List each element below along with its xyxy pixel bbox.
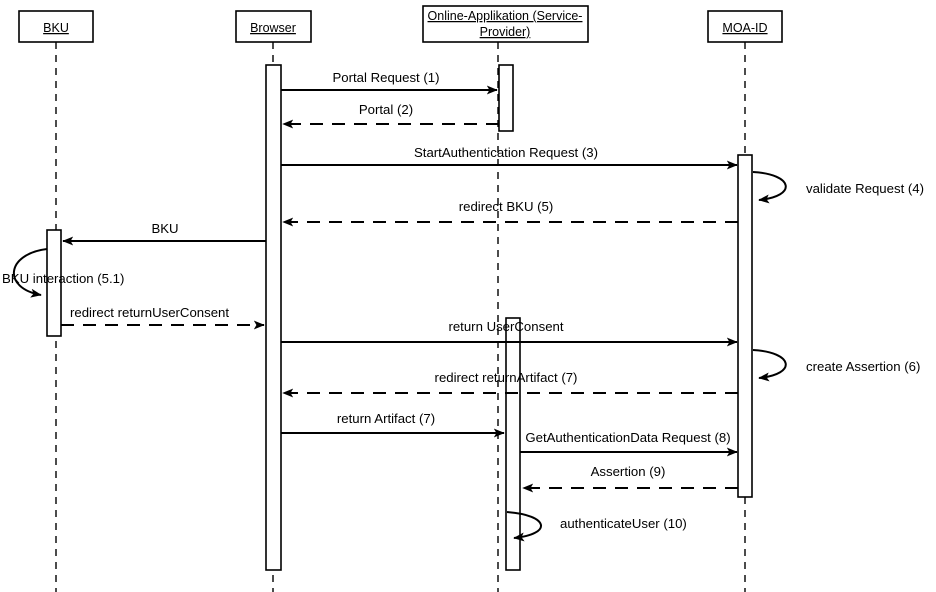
activation-bar-browser [265, 64, 282, 571]
message-label-authenticateuser: authenticateUser (10) [560, 516, 687, 531]
message-label-validate-request: validate Request (4) [806, 181, 924, 196]
message-label-bku-interaction: BKU interaction (5.1) [2, 271, 124, 286]
participant-label-bku: BKU [43, 21, 69, 35]
participant-label-online-app-line2: Provider) [480, 25, 531, 39]
message-label-assertion: Assertion (9) [591, 464, 666, 479]
message-label-portal: Portal (2) [359, 102, 413, 117]
activation-bar-bku [46, 229, 62, 337]
message-arrow-authenticateuser [506, 511, 542, 542]
participant-label-online-app-line1: Online-Applikation (Service- [428, 9, 583, 23]
message-label-getauthdata-request: GetAuthenticationData Request (8) [525, 430, 730, 445]
participant-label-moa-id: MOA-ID [722, 21, 767, 35]
message-arrow-validate-request [752, 171, 787, 204]
message-label-return-artifact: return Artifact (7) [337, 411, 435, 426]
participant-box-bku[interactable] [18, 10, 94, 43]
message-label-redirect-bku: redirect BKU (5) [459, 199, 554, 214]
participant-box-moa-id[interactable] [707, 10, 783, 43]
message-label-redirect-returnuserconsent: redirect returnUserConsent [70, 305, 229, 320]
activation-bar-online-app-2 [505, 317, 521, 571]
activation-bar-moa-id [737, 154, 753, 498]
message-arrow-bku-interaction [12, 248, 48, 298]
activation-bar-online-app-1 [498, 64, 514, 132]
message-label-create-assertion: create Assertion (6) [806, 359, 920, 374]
message-label-portal-request: Portal Request (1) [332, 70, 439, 85]
message-arrow-create-assertion [752, 349, 787, 382]
participant-box-browser[interactable] [235, 10, 312, 43]
message-label-bku: BKU [151, 221, 178, 236]
message-label-startauth-request: StartAuthentication Request (3) [414, 145, 598, 160]
participant-label-browser: Browser [250, 21, 296, 35]
message-label-return-userconsent: return UserConsent [448, 319, 563, 334]
participant-box-online-app[interactable] [422, 5, 589, 43]
message-label-redirect-returnartifact: redirect returnArtifact (7) [435, 370, 578, 385]
